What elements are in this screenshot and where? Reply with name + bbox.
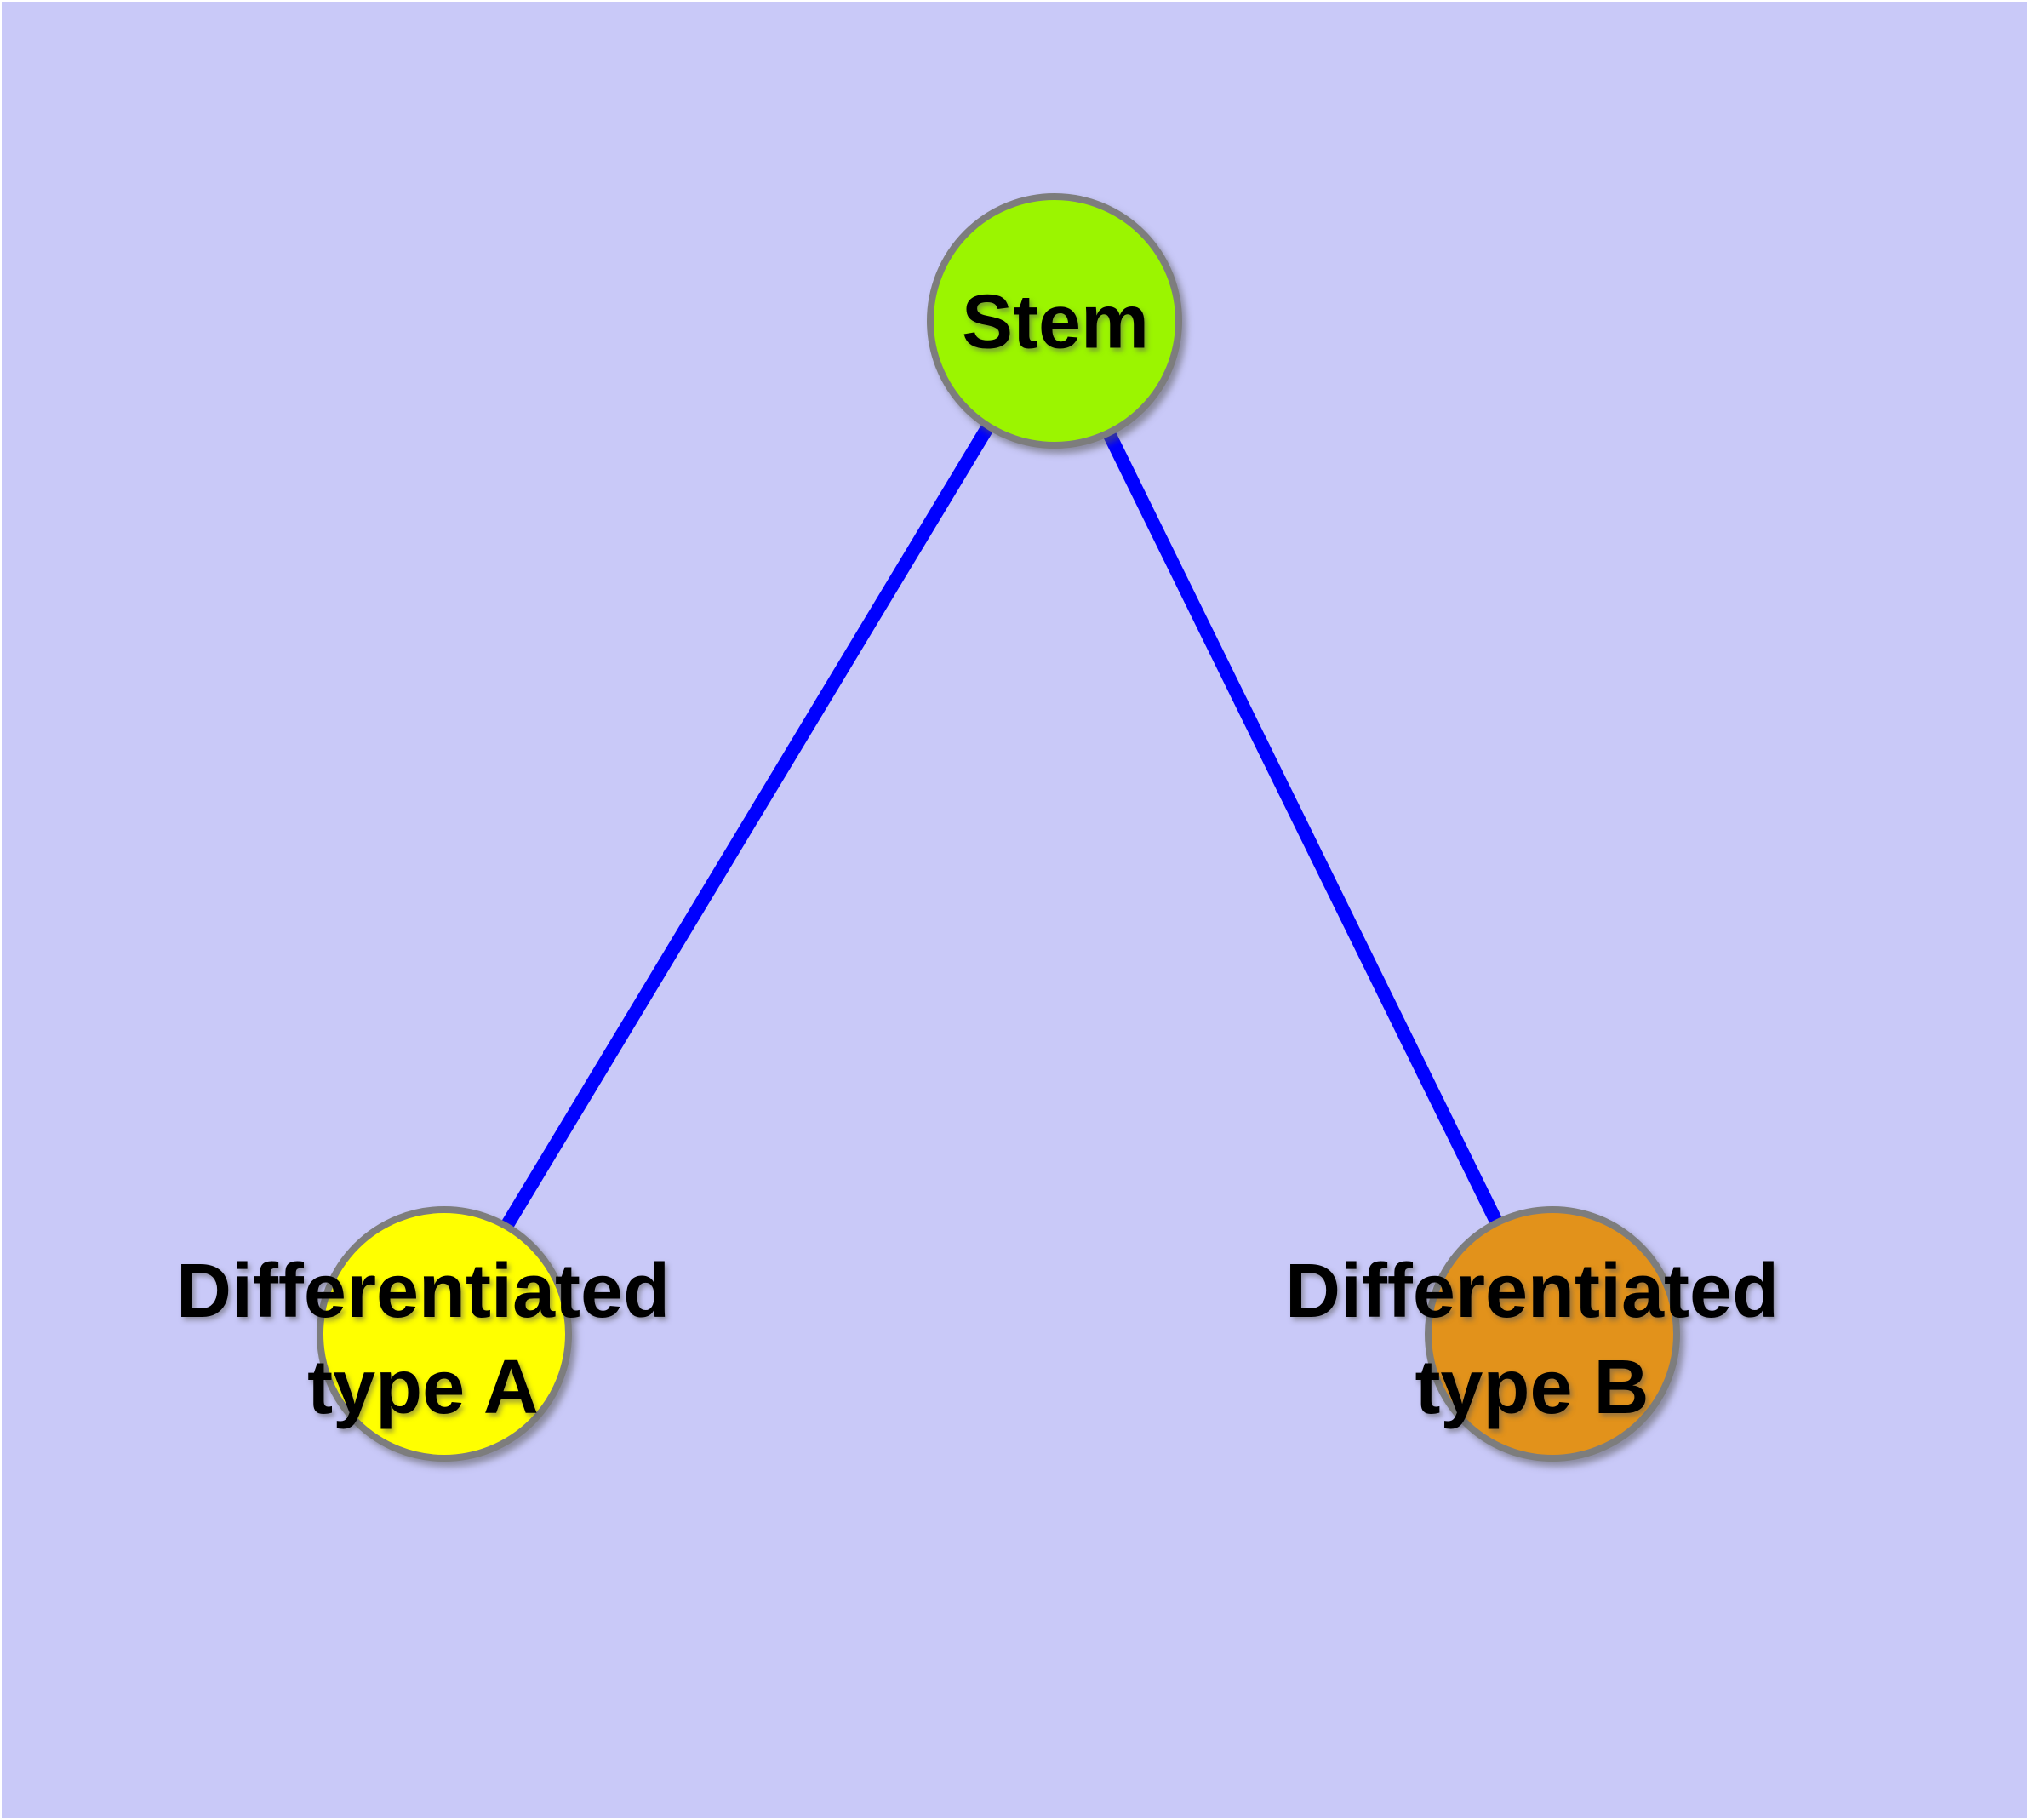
edge-stem-to-type-a bbox=[437, 315, 1059, 1336]
node-type-b-label-line-1: Differentiated bbox=[1284, 1249, 1780, 1334]
node-stem bbox=[927, 193, 1182, 449]
node-type-b-label: Differentiated type B bbox=[1285, 1244, 1779, 1436]
node-stem-label: Stem bbox=[961, 279, 1150, 365]
node-differentiated-type-a bbox=[317, 1206, 572, 1462]
node-type-a-label: Differentiated type A bbox=[176, 1244, 670, 1436]
node-type-a-label-line-1: Differentiated bbox=[175, 1249, 671, 1334]
node-type-a-label-line-2: type A bbox=[307, 1345, 539, 1430]
node-type-b-label-line-2: type B bbox=[1415, 1345, 1649, 1430]
node-differentiated-type-b bbox=[1425, 1206, 1680, 1462]
edge-stem-to-type-b bbox=[1046, 316, 1557, 1336]
